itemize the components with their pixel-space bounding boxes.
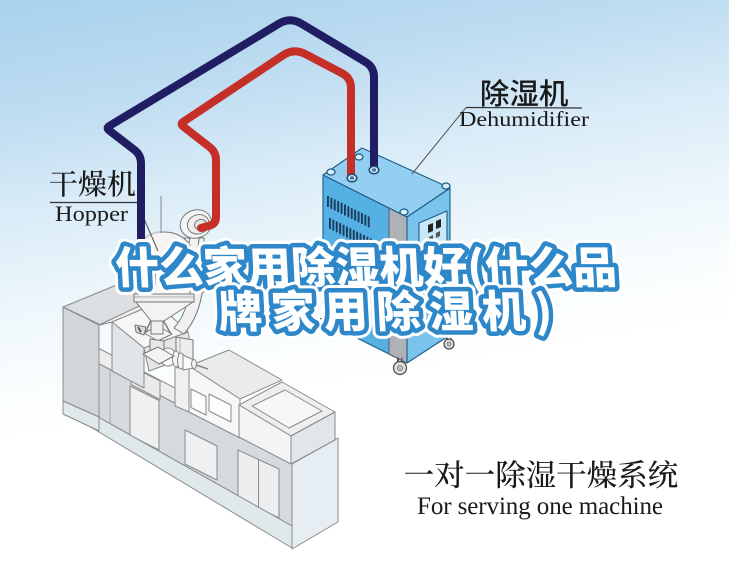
svg-text:Dehumidifier: Dehumidifier [459, 107, 589, 131]
svg-text:Hopper: Hopper [55, 201, 129, 226]
svg-text:For serving one machine: For serving one machine [417, 493, 663, 520]
